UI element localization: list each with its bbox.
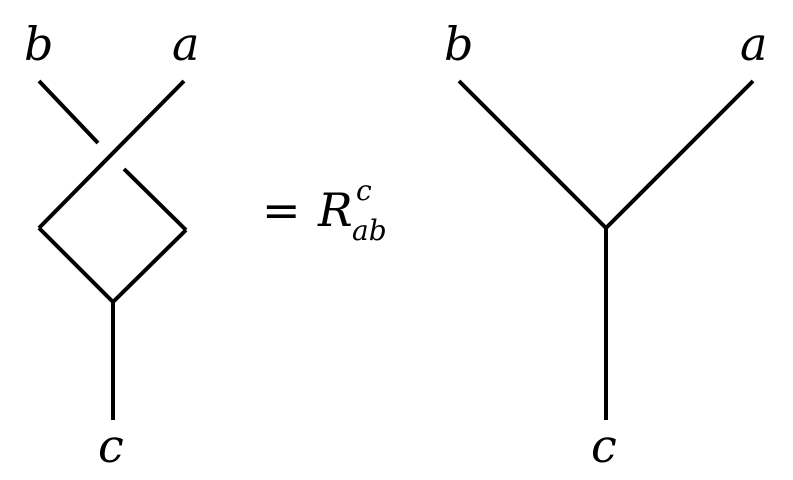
r-subscript: ab	[352, 214, 387, 247]
label-b-right: b	[444, 17, 473, 71]
diamond-right-lower-edge	[111, 228, 188, 304]
strand-a-over	[37, 79, 186, 230]
trivalent-vertex: b a c	[444, 17, 767, 473]
r-superscript: c	[356, 174, 372, 207]
label-c-right: c	[591, 419, 617, 473]
diamond-left-lower-edge	[37, 226, 115, 304]
r-symbol: R	[317, 183, 353, 237]
equals-sign: =	[262, 183, 301, 237]
strand-b-right	[457, 79, 608, 230]
equation: = R c ab	[262, 174, 387, 247]
label-a-left: a	[172, 17, 199, 71]
strand-b-under-upper	[37, 79, 100, 145]
label-a-right: a	[740, 17, 767, 71]
braided-vertex: b a c	[24, 17, 199, 473]
strand-b-under-lower	[122, 167, 188, 232]
label-b-left: b	[24, 17, 53, 71]
strand-a-right	[604, 79, 755, 230]
label-c-left: c	[98, 419, 124, 473]
